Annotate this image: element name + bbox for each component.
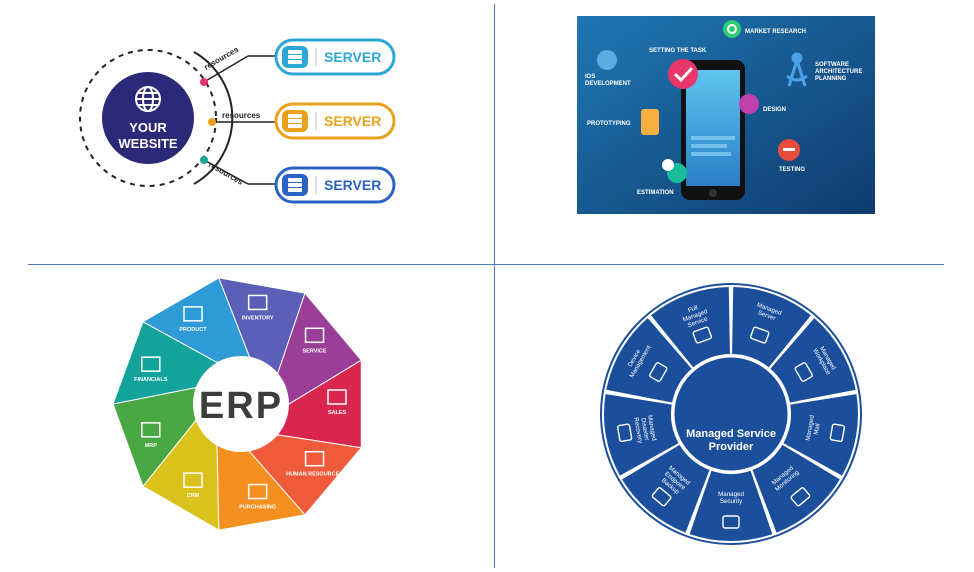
label-market-research: MARKET RESEARCH bbox=[745, 29, 806, 35]
erp-segment-icon bbox=[183, 472, 203, 488]
msp-segment-label: Managed bbox=[718, 491, 744, 498]
erp-segment-label: HUMAN RESOURCES bbox=[286, 472, 343, 478]
label-testing: TESTING bbox=[779, 167, 805, 173]
connector-dot-3 bbox=[200, 156, 208, 164]
msp-center-line1: Managed Service bbox=[686, 428, 776, 440]
phone-home-button bbox=[709, 189, 717, 197]
server-pill-2: SERVER bbox=[274, 102, 396, 140]
msp-segment-icon bbox=[692, 326, 712, 344]
connector-dot-1 bbox=[200, 78, 208, 86]
msp-segment-icon bbox=[790, 487, 811, 507]
msp-segment-label: Disaster bbox=[639, 417, 650, 441]
msp-segment-icon bbox=[722, 515, 740, 529]
connector-line-1 bbox=[203, 55, 249, 83]
erp-center-label: ERP bbox=[199, 385, 283, 427]
dashed-orbit bbox=[79, 49, 217, 187]
erp-segment-icon bbox=[141, 422, 161, 438]
magnifier-icon bbox=[723, 20, 741, 38]
msp-segment-label: Managed bbox=[646, 415, 657, 442]
design-pen-icon bbox=[739, 94, 759, 114]
server-pill-1: SERVER bbox=[274, 38, 396, 76]
erp-segment-icon bbox=[327, 389, 347, 405]
msp-segment-label: Mail bbox=[813, 423, 822, 435]
msp-segment-label: Managed bbox=[805, 414, 816, 441]
server-icon bbox=[288, 178, 302, 192]
msp-segment-icon bbox=[829, 423, 846, 443]
resources-label-2: resources bbox=[222, 111, 261, 120]
connector-line-3 bbox=[203, 159, 249, 185]
erp-segment-icon bbox=[183, 306, 203, 322]
msp-segment-label: Security bbox=[720, 498, 743, 505]
connector-arc bbox=[193, 51, 234, 185]
vertical-divider bbox=[494, 4, 495, 568]
msp-segment-icon bbox=[616, 423, 633, 443]
website-center-circle bbox=[102, 72, 194, 164]
erp-segment-label: PRODUCT bbox=[179, 327, 207, 333]
horizontal-divider bbox=[28, 264, 944, 265]
label-software-1: SOFTWARE bbox=[815, 62, 849, 68]
msp-segment bbox=[770, 318, 856, 403]
erp-segment-label: PURCHASING bbox=[239, 505, 276, 511]
msp-wheel: ManagedServerManagedWorkplaceManagedMail… bbox=[600, 283, 862, 545]
erp-center bbox=[193, 356, 289, 452]
msp-segment bbox=[689, 470, 773, 541]
phone-screen bbox=[686, 70, 740, 186]
msp-segment-icon bbox=[794, 362, 813, 382]
resources-label-3: resources bbox=[207, 160, 245, 187]
server-label-3: SERVER bbox=[324, 177, 381, 193]
server-icon bbox=[288, 114, 302, 128]
erp-segment-icon bbox=[304, 327, 325, 344]
erp-segment-icon bbox=[247, 294, 268, 311]
server-label-2: SERVER bbox=[324, 113, 381, 129]
erp-segment-icon bbox=[141, 356, 161, 372]
msp-segment-label: Recovery bbox=[632, 417, 644, 445]
label-software-3: PLANNING bbox=[815, 76, 847, 82]
erp-segment-label: FINANCIALS bbox=[134, 377, 168, 383]
website-server-diagram: YOUR WEBSITE resources resources resourc… bbox=[79, 38, 396, 204]
msp-segment-icon bbox=[649, 362, 668, 382]
erp-segment-icon bbox=[304, 450, 325, 467]
msp-segment-icon bbox=[651, 487, 672, 507]
msp-segment bbox=[606, 318, 692, 403]
msp-segment bbox=[604, 394, 679, 476]
label-ios-line1: IOS bbox=[585, 74, 595, 80]
erp-segment-label: CRM bbox=[187, 493, 200, 499]
msp-segment-label: Full bbox=[687, 304, 699, 314]
msp-segment bbox=[783, 394, 858, 476]
website-label-line1: YOUR bbox=[129, 120, 167, 135]
label-design: DESIGN bbox=[763, 107, 786, 113]
server-pill-3: SERVER bbox=[274, 166, 396, 204]
erp-segment-label: MRP bbox=[145, 443, 158, 449]
ios-icon bbox=[597, 50, 617, 70]
erp-segment-label: SERVICE bbox=[303, 348, 327, 354]
server-icon bbox=[288, 50, 302, 64]
checkmark-icon bbox=[668, 59, 698, 89]
msp-center-line2: Provider bbox=[709, 441, 754, 453]
erp-segment-label: SALES bbox=[328, 410, 347, 416]
label-setting-task: SETTING THE TASK bbox=[649, 48, 707, 54]
msp-segment bbox=[651, 287, 730, 368]
erp-wheel: INVENTORY SERVICE SALES HUMAN RESOURCES PURC… bbox=[112, 277, 363, 531]
msp-segment bbox=[622, 444, 710, 533]
globe-icon bbox=[135, 86, 161, 112]
msp-segment-icon bbox=[750, 326, 770, 344]
resources-label-1: resources bbox=[203, 45, 241, 72]
compass-icon bbox=[786, 52, 808, 87]
label-prototyping: PROTOTYPING bbox=[587, 121, 631, 127]
server-label-1: SERVER bbox=[324, 49, 381, 65]
erp-segment-icon bbox=[247, 483, 268, 500]
erp-segment-label: INVENTORY bbox=[242, 315, 274, 321]
prototyping-icon bbox=[641, 109, 659, 135]
msp-segment bbox=[732, 287, 811, 368]
msp-center bbox=[671, 354, 791, 474]
label-software-2: ARCHITECTURE bbox=[815, 69, 862, 75]
website-label-line2: WEBSITE bbox=[118, 136, 178, 151]
msp-segment bbox=[752, 444, 840, 533]
app-development-diagram: MARKET RESEARCH SETTING THE TASK IOS DEV… bbox=[577, 16, 875, 214]
connector-dot-2 bbox=[208, 118, 216, 126]
label-estimation: ESTIMATION bbox=[637, 190, 674, 196]
label-ios-line2: DEVELOPMENT bbox=[585, 81, 631, 87]
